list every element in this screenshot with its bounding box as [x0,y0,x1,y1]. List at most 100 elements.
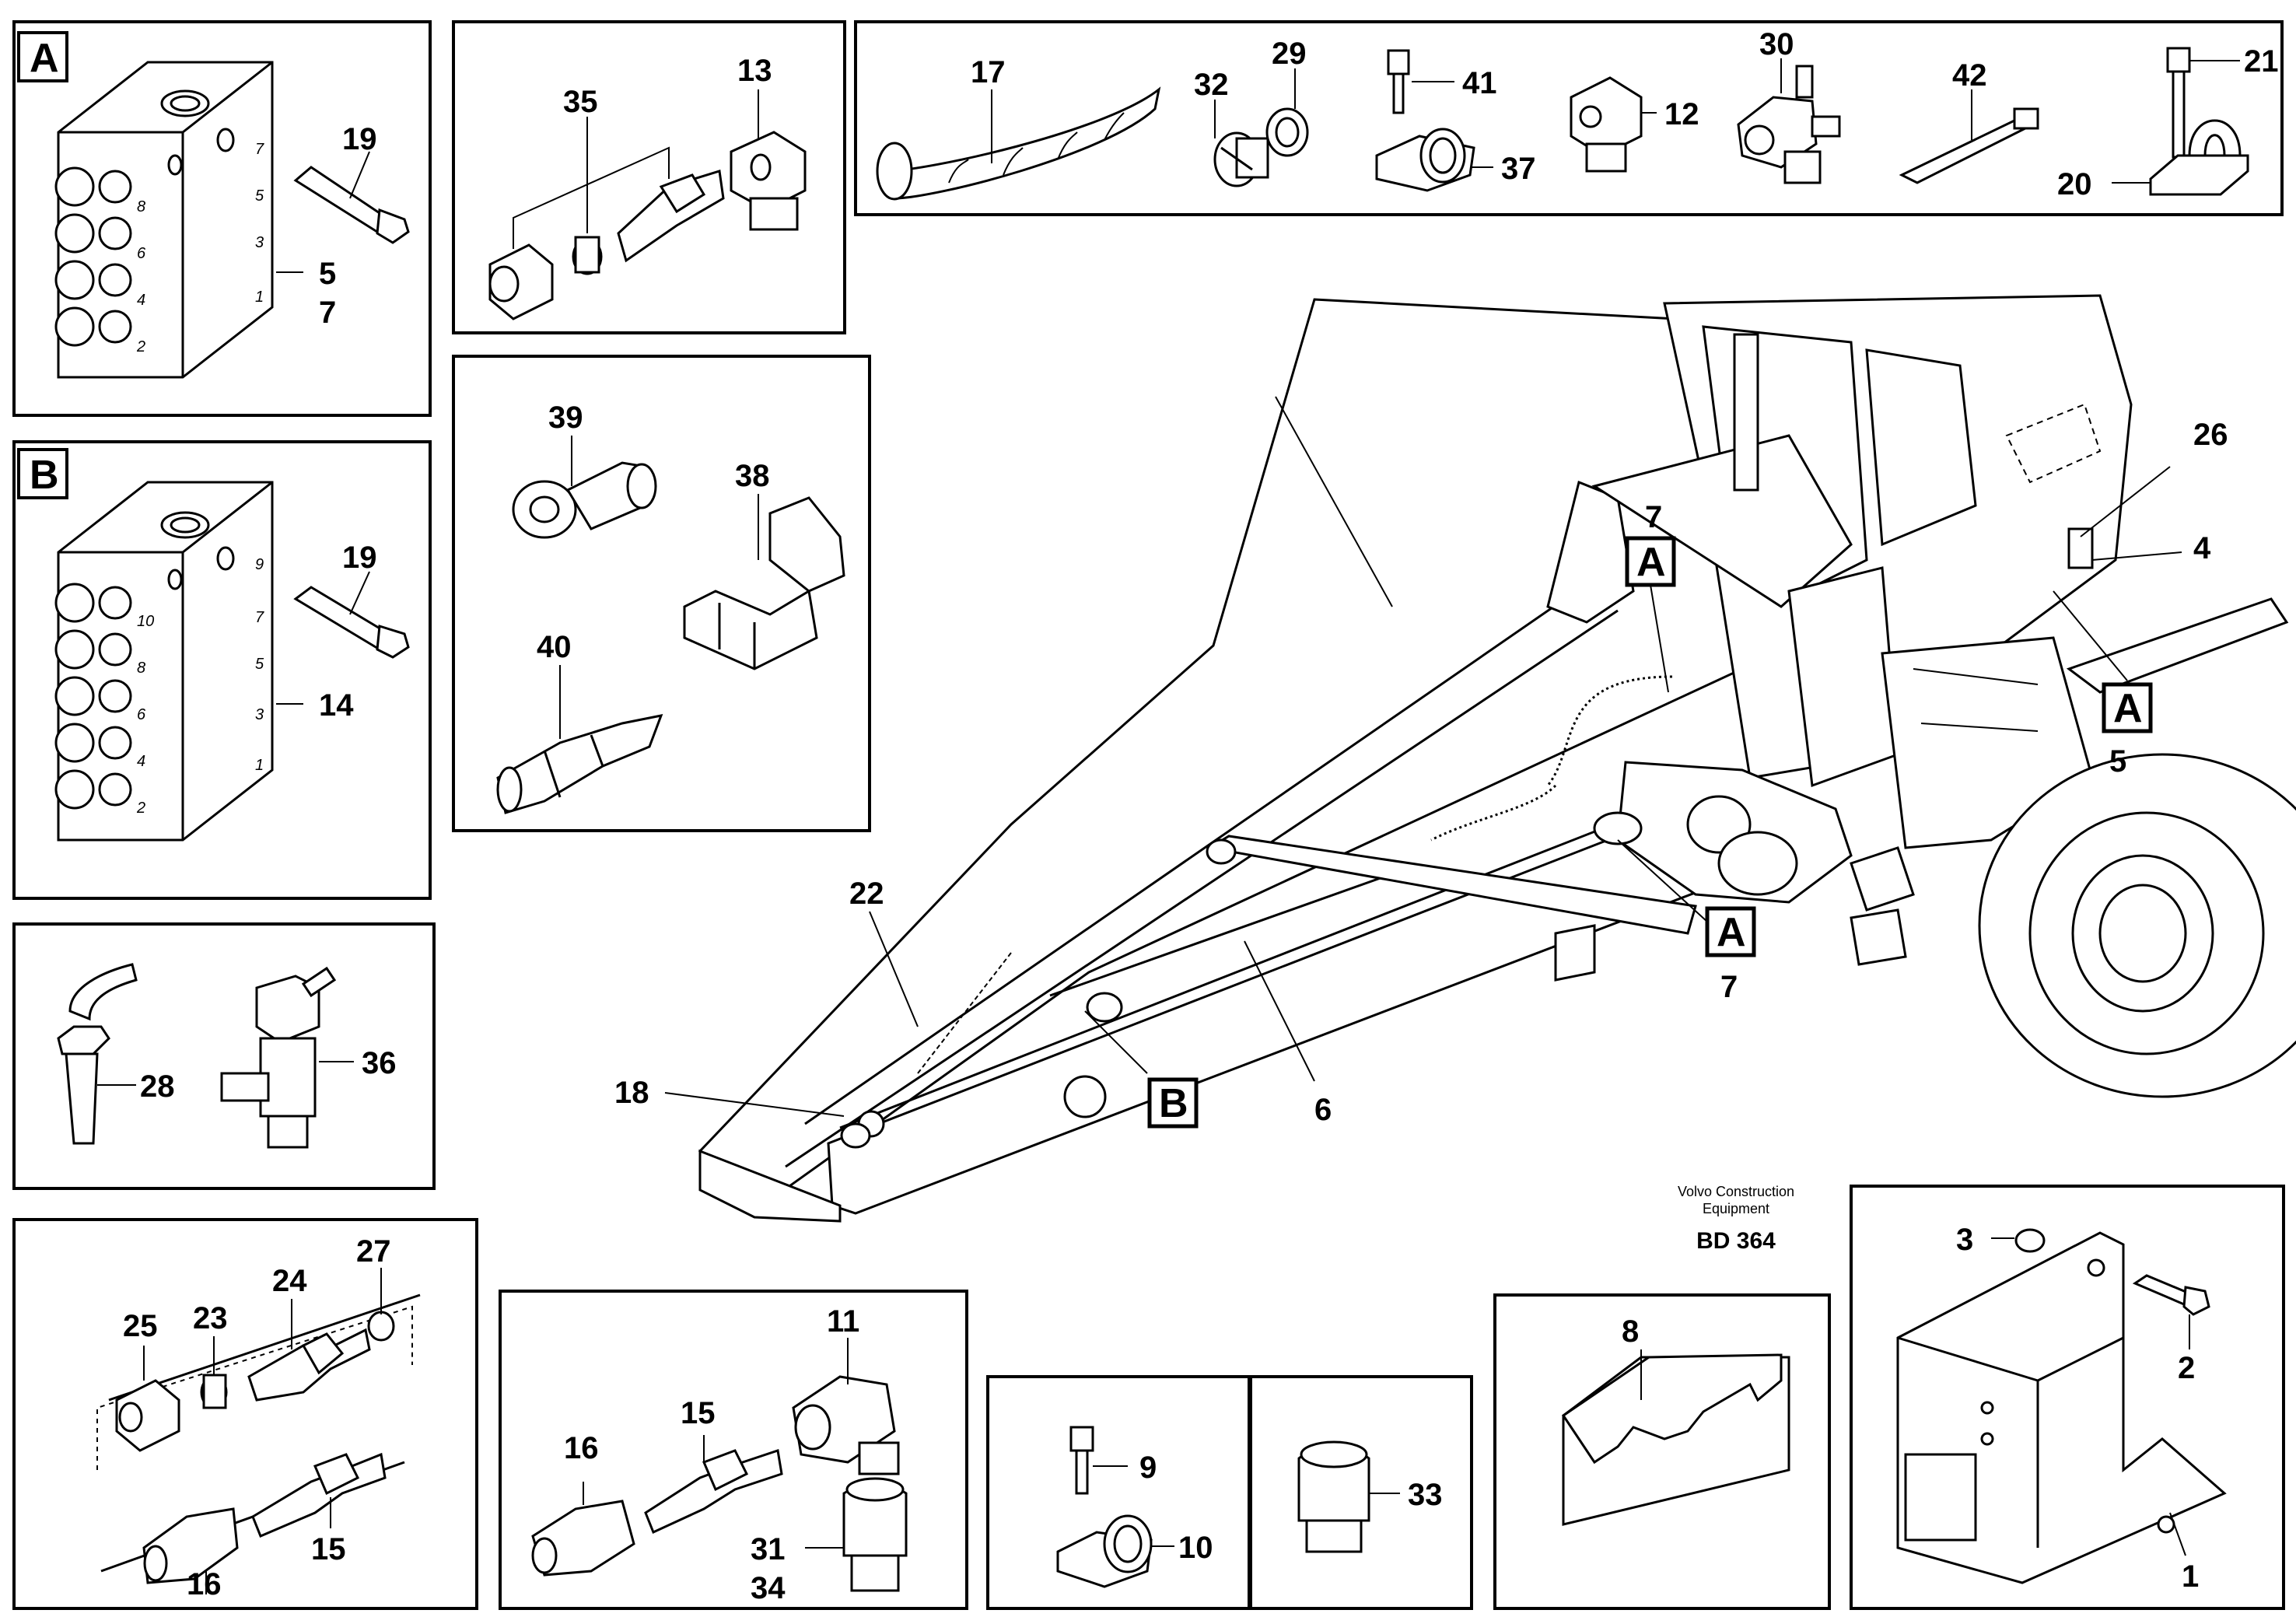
label-14: 14 [319,688,354,723]
outlet-number: 9 [255,556,264,573]
label-4: 4 [2193,531,2211,565]
label-41: 41 [1462,66,1497,100]
outlet-number: 6 [137,706,146,723]
outlet-number: 4 [137,753,145,770]
label-7: 7 [1720,970,1738,1004]
adapter-33 [1297,1440,1370,1553]
valve-36 [220,966,337,1149]
outlet-number: 3 [255,706,264,723]
outlet-number: 3 [255,234,264,251]
outlet-number: 1 [255,757,264,774]
distribution-block-a [54,61,274,379]
clamp-37 [1375,128,1475,192]
caption-ref: BD 364 [1696,1228,1776,1254]
outlet-number: 8 [137,660,145,677]
label-31: 31 [751,1532,786,1566]
outlet-number: 10 [137,613,154,630]
panel-connectors: 39 38 40 [452,355,871,832]
panel-nipples: 28 36 [12,922,436,1190]
cock-30 [1737,65,1841,184]
screw-9 [1069,1426,1094,1495]
label-2: 2 [2178,1351,2195,1385]
outlet-number: 5 [255,656,264,673]
outlet-number: 7 [255,141,264,158]
panel-b: B 10 8 6 4 2 9 7 5 3 1 19 [12,440,432,900]
label-20: 20 [2057,167,2092,201]
label-8: 8 [1622,1314,1639,1349]
label-5: 5 [2109,744,2126,779]
elbow-13 [730,131,807,231]
label-34: 34 [751,1571,786,1605]
outlet-number: 2 [136,800,145,817]
callout-b-box [1147,1077,1199,1129]
bolt-19-b [293,586,410,659]
sleeve [572,236,603,275]
callout-a-center: A [1717,910,1746,955]
union-body [617,170,725,263]
nipple-28 [57,963,138,1145]
label-9: 9 [1139,1451,1157,1485]
label-15: 15 [681,1396,716,1430]
callout-a-right-box [2102,682,2153,733]
label-16: 16 [564,1431,599,1465]
label-33: 33 [1408,1478,1443,1512]
label-26: 26 [2193,418,2228,452]
label-39: 39 [548,401,583,435]
label-37: 37 [1501,152,1536,186]
label-29: 29 [1272,37,1307,71]
nut-16b [531,1500,635,1577]
label-12: 12 [1664,97,1699,131]
clip-20-21 [2149,47,2249,196]
housing-38 [683,496,845,670]
label-32: 32 [1194,68,1229,102]
callout-a-center-box [1705,906,1756,957]
panel-clamp: 9 10 [986,1375,1252,1610]
label-17: 17 [971,55,1006,89]
label-19: 19 [342,541,377,575]
callout-b: B [1159,1081,1188,1126]
union-15 [251,1452,387,1538]
outlet-number: 2 [136,338,145,355]
label-5: 5 [319,257,336,291]
panel-adapter: 33 [1248,1375,1473,1610]
label-16: 16 [187,1567,222,1601]
bracket-1 [1896,1231,2227,1584]
label-1: 1 [2182,1559,2199,1594]
screw-41 [1387,49,1410,114]
label-24: 24 [272,1264,307,1298]
main-labels: 26 4 A 5 7 A A 7 22 18 B 6 [614,418,2228,1129]
cable-tie-42 [1899,107,2039,184]
bolt-19-a [293,166,410,244]
callout-a-top: A [1636,540,1666,585]
caption-maker-line2: Equipment [1703,1201,1769,1216]
label-15: 15 [311,1532,346,1566]
label-36: 36 [362,1046,397,1080]
nut-16 [142,1507,239,1584]
outlet-number: 6 [137,245,146,262]
label-42: 42 [1952,58,1987,93]
distribution-block-b [54,481,274,842]
callout-a-right: A [2113,686,2143,731]
outlet-number: 5 [255,187,264,205]
label-10: 10 [1178,1531,1213,1565]
panel-lines: 25 23 24 27 16 15 [12,1218,478,1610]
label-22: 22 [849,877,884,911]
bolt-2 [2132,1274,2210,1316]
label-25: 25 [123,1309,158,1343]
elbow-11 [792,1375,900,1475]
main-vehicle [698,294,2296,1223]
tee-12 [1570,76,1643,173]
label-7: 7 [1645,500,1662,534]
label-7: 7 [319,296,336,330]
caption-maker-line1: Volvo Construction [1678,1184,1794,1199]
label-21: 21 [2244,44,2279,79]
label-3: 3 [1956,1223,1973,1257]
dump-body [698,298,1868,1207]
panel-fittings: 35 13 [452,20,846,334]
label-23: 23 [193,1301,228,1335]
label-28: 28 [140,1069,175,1104]
outlet-number: 4 [137,292,145,309]
panel-elbow: 16 15 11 31 34 [499,1290,968,1610]
label-18: 18 [614,1076,649,1110]
label-13: 13 [737,54,772,88]
